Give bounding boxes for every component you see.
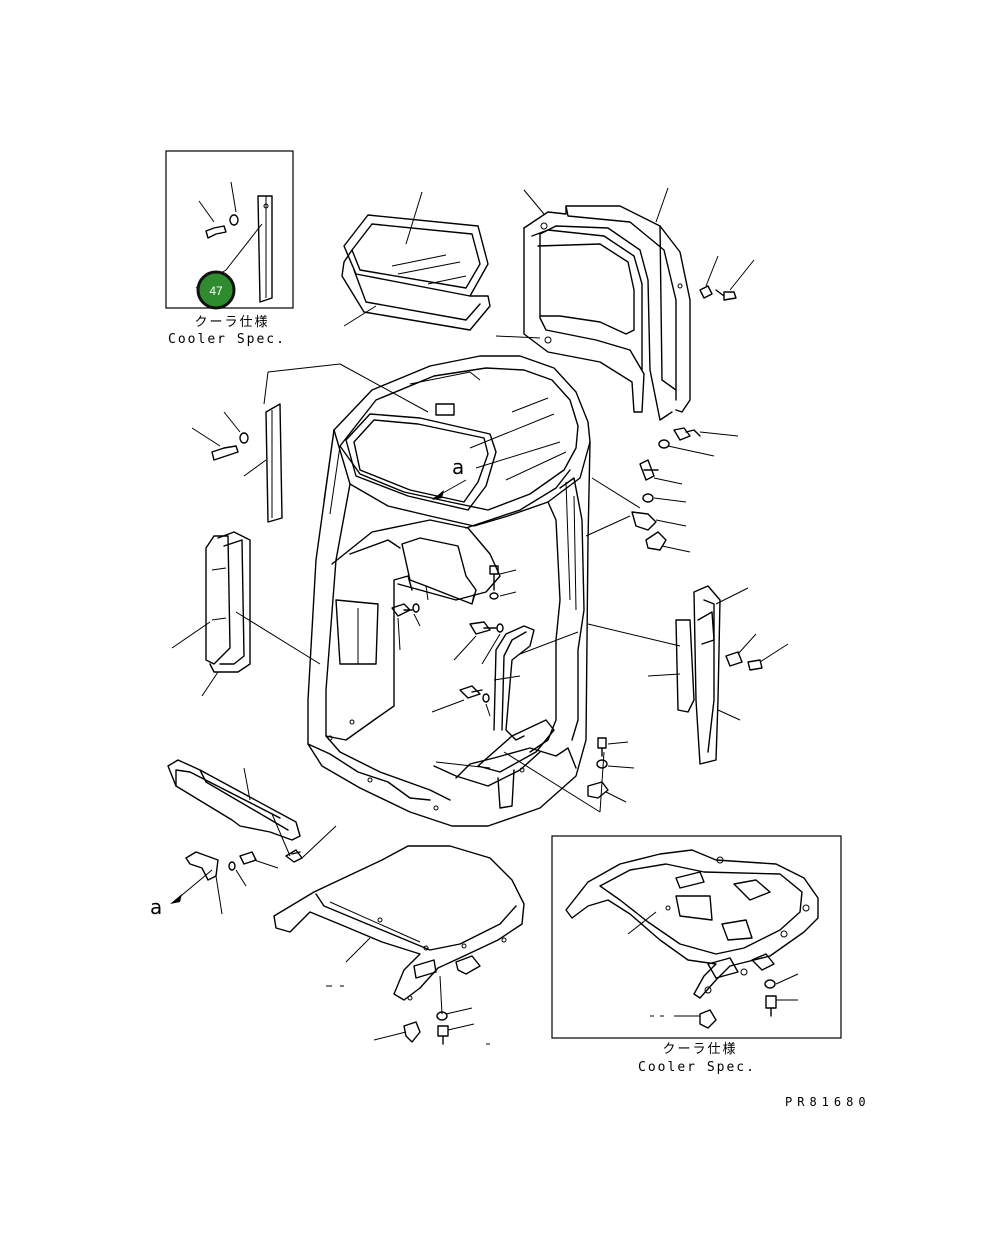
roof-window-glass: [341, 191, 491, 331]
center-small-parts: [391, 537, 605, 813]
washer-part: [229, 214, 239, 226]
drawing-code: PR81680: [785, 1095, 871, 1109]
callout-badge-number: 47: [209, 284, 223, 298]
lower-floor-plate: [273, 845, 525, 1045]
roof-latch: [435, 403, 455, 416]
callout-badge: [196, 270, 236, 310]
inset-bottom-right: [551, 835, 842, 1039]
bolt-part: [205, 225, 227, 239]
left-side-parts: [171, 371, 321, 697]
view-marker-a-bracket: a: [150, 895, 162, 919]
inset-top-caption-en: Cooler Spec.: [168, 332, 286, 347]
inset-bottom-caption-en: Cooler Spec.: [638, 1060, 756, 1075]
main-cab-frame: a: [267, 355, 591, 827]
inset-frame: [551, 835, 842, 1039]
inset-top-caption-jp: クーラ仕様: [194, 315, 269, 330]
lower-left-duct: a: [150, 759, 337, 919]
right-side-parts: [585, 427, 789, 803]
door-seal-frame: [495, 187, 755, 421]
inset-top-left: 47: [165, 150, 294, 310]
view-marker-a-main: a: [452, 455, 464, 479]
duct-strip-part: [257, 195, 273, 303]
inset-bottom-caption-jp: クーラ仕様: [662, 1042, 737, 1057]
inset-frame: [165, 150, 294, 309]
